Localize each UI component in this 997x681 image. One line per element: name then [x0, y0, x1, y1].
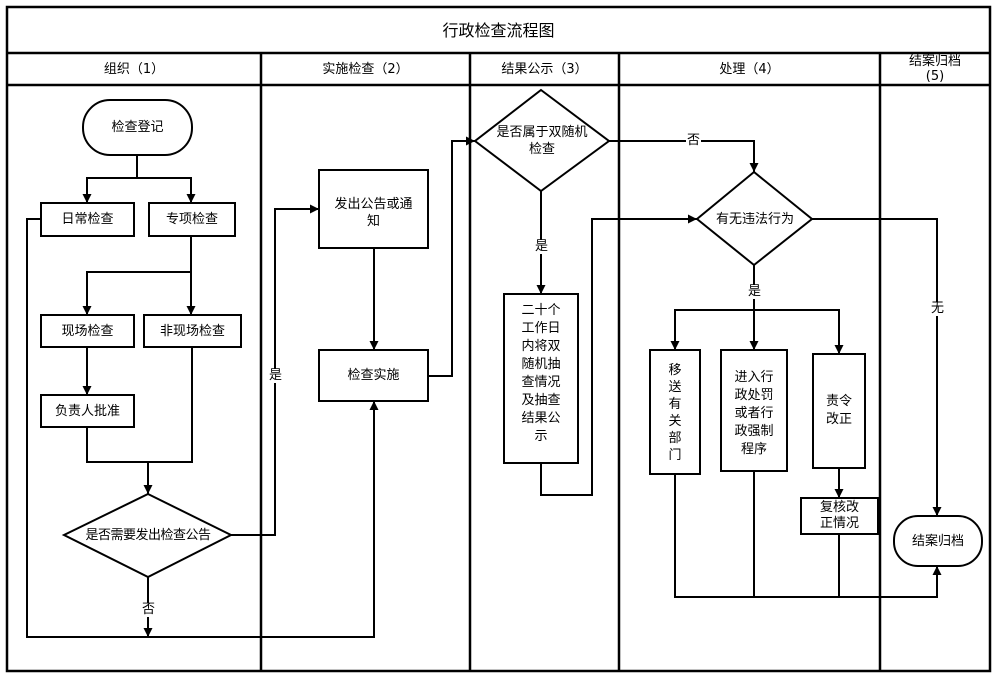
node-rectify: [812, 353, 866, 469]
edge-random-no: [609, 140, 759, 172]
node-register-label: 检查登记: [111, 120, 164, 135]
node-approve: [40, 394, 135, 428]
lane-header-organize: 组织（1）: [103, 61, 165, 77]
node-offsite-label: 非现场检查: [159, 323, 225, 339]
node-issue-notice-label: 发出公告或通 知: [334, 197, 413, 229]
node-penalty: [720, 349, 788, 472]
node-implement-label: 检查实施: [347, 368, 400, 383]
node-violation-label: 有无违法行为: [715, 211, 794, 227]
edge-violation-transfer: [670, 265, 755, 350]
lane-header-process: 处理（4）: [719, 61, 780, 77]
node-issue-notice: [318, 169, 429, 249]
edge-register-special: [137, 177, 196, 203]
edge-register-routine: [82, 155, 138, 203]
edge-label-none-violation: 无: [930, 301, 946, 316]
edge-label-yes-random: 是: [534, 239, 550, 254]
edge-special-onsite: [82, 236, 192, 315]
diagram-frame: [5, 5, 992, 673]
edge-label-no-notice: 否: [141, 602, 157, 617]
node-rectify-label: 责令 改正: [825, 394, 852, 427]
node-transfer-label: 移 送 有 关 部 门: [668, 363, 682, 463]
edge-label-yes-violation: 是: [747, 284, 763, 299]
node-implement: [318, 349, 429, 402]
node-need-notice-label: 是否需要发出检查公告: [85, 527, 211, 543]
node-publicize: [503, 293, 579, 464]
node-special-label: 专项检查: [165, 212, 218, 227]
node-transfer: [649, 349, 701, 475]
node-special: [148, 202, 236, 237]
page-title: 行政检查流程图: [442, 20, 555, 40]
node-onsite-label: 现场检查: [61, 323, 114, 339]
edge-violation-rectify: [754, 309, 844, 354]
edge-transfer-archive: [674, 474, 942, 598]
node-penalty-label: 进入行 政处罚 或者行 政强制 程序: [734, 370, 774, 457]
node-archive-label: 结案归档: [911, 533, 964, 549]
edge-violation-none: [812, 218, 942, 516]
edge-label-no-random: 否: [686, 133, 702, 148]
lane-header-publicize: 结果公示（3）: [501, 61, 588, 77]
edge-approve-decision: [86, 427, 153, 494]
node-routine-label: 日常检查: [61, 212, 114, 227]
node-review-label: 复核改 正情况: [819, 500, 859, 531]
edge-publicize-violation: [540, 214, 697, 496]
edge-implement-random: [428, 136, 475, 377]
edge-offsite-decision: [148, 347, 193, 463]
node-double-random-label: 是否属于双随机 检查: [496, 125, 588, 157]
node-publicize-label: 二十个 工作日 内将双 随机抽 查情况 及抽查 结果公 示: [521, 303, 561, 444]
node-offsite: [143, 314, 242, 348]
node-approve-label: 负责人批准: [54, 403, 120, 419]
lane-header-implement: 实施检查（2）: [322, 61, 409, 77]
edge-routine-implement: [26, 218, 379, 638]
lane-header-archive: 结案归档 (5): [908, 54, 961, 84]
edge-label-yes-notice: 是: [268, 368, 284, 383]
